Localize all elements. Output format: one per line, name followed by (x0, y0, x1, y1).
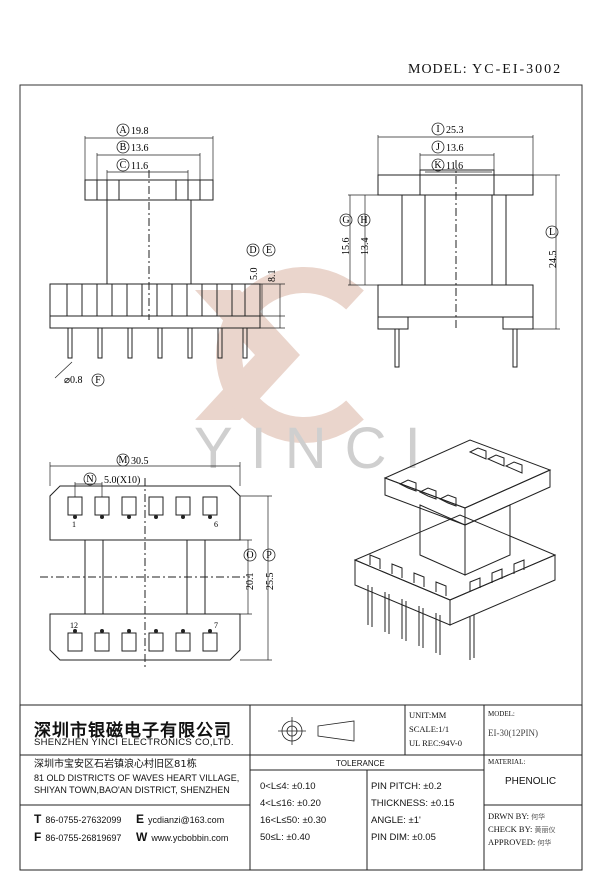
dim-letter-O: O (246, 550, 253, 561)
dim-letter-N: N (86, 474, 93, 485)
dim-letter-E: E (266, 245, 272, 256)
dim-value-M: 30.5 (131, 456, 149, 467)
checked-by-name: 黄丽仪 (534, 826, 556, 834)
dim-letter-B: B (120, 142, 127, 153)
dim-letter-L: L (549, 227, 555, 238)
drawn-by-name: 何华 (531, 813, 546, 821)
dim-letter-J: J (436, 142, 440, 153)
drawn-by-label: DRWN BY: (488, 811, 530, 821)
dim-letter-D: D (249, 245, 256, 256)
ul-rec-text: UL REC:94V-0 (409, 738, 462, 748)
tolerance-row-3: 16<L≤50: ±0.30 (260, 815, 327, 826)
dim-value-H: 13.4 (360, 238, 371, 256)
dim-value-G: 15.6 (341, 238, 352, 256)
dim-value-J: 13.6 (446, 143, 464, 154)
web-value[interactable]: www.ycbobbin.com (151, 833, 229, 843)
watermark-arc (216, 267, 364, 443)
dim-value-O: 20.1 (245, 573, 256, 591)
tolerance-row-1: 0<L≤4: ±0.10 (260, 781, 316, 792)
dim-letter-K: K (434, 160, 442, 171)
dim-value-L: 24.5 (548, 251, 559, 269)
tel-label: T (34, 812, 42, 826)
fax-label: F (34, 830, 42, 844)
side-view (377, 160, 534, 368)
dim-letter-A: A (119, 125, 127, 136)
dim-letter-H: H (360, 215, 367, 226)
model-box-value: EI-30(12PIN) (488, 728, 538, 738)
projection-symbol-icon (278, 717, 355, 745)
side-dimension-lines (348, 135, 560, 330)
dim-value-I: 25.3 (446, 125, 464, 136)
email-value[interactable]: ycdianzi@163.com (148, 815, 225, 825)
thickness-tolerance: THICKNESS: ±0.15 (371, 798, 455, 809)
bottom-dimension-lines (49, 462, 272, 661)
dim-value-D: 5.0 (249, 268, 260, 281)
scale-text: SCALE:1/1 (409, 724, 450, 734)
fax-value: 86-0755-26819697 (45, 833, 122, 843)
bottom-view-pin-holes (73, 515, 212, 633)
pin-label-6: 6 (214, 520, 218, 529)
isometric-view (353, 439, 557, 660)
dim-value-C: 11.6 (131, 161, 148, 172)
pin-dim-tolerance: PIN DIM: ±0.05 (371, 832, 436, 843)
company-name-cn: 深圳市银磁电子有限公司 (34, 721, 232, 741)
dim-letter-I: I (436, 124, 439, 135)
model-header: MODEL: YC-EI-3002 (408, 62, 562, 78)
address-en-line2: SHIYAN TOWN,BAO'AN DISTRICT, SHENZHEN (34, 785, 230, 795)
address-cn: 深圳市宝安区石岩镇浪心村旧区81栋 (34, 759, 197, 770)
company-name-en: SHENZHEN YINCI ELECTRONICS CO,LTD. (34, 737, 234, 748)
dim-letter-M: M (119, 455, 128, 466)
title-block-grid (19, 704, 583, 871)
drawn-by: DRWN BY: 何华 (488, 811, 545, 822)
bottom-view (40, 478, 250, 670)
material-value: PHENOLIC (505, 776, 557, 787)
address-en-line1: 81 OLD DISTRICTS OF WAVES HEART VILLAGE, (34, 773, 240, 783)
dim-letter-F: F (95, 375, 101, 386)
dim-value-F: ⌀0.8 (64, 375, 83, 386)
approved-by: APPROVED: 何华 (488, 837, 551, 848)
email-label: E (136, 812, 145, 826)
tolerance-row-4: 50≤L: ±0.40 (260, 832, 311, 843)
approved-by-name: 何华 (537, 839, 552, 847)
pin-label-12: 12 (70, 621, 78, 630)
unit-text: UNIT:MM (409, 710, 447, 720)
dim-value-A: 19.8 (131, 126, 149, 137)
pin-label-1: 1 (72, 520, 76, 529)
tolerance-row-2: 4<L≤16: ±0.20 (260, 798, 321, 809)
checked-by-label: CHECK BY: (488, 824, 533, 834)
front-dimension-lines (54, 136, 285, 379)
model-header-value: YC-EI-3002 (472, 62, 563, 77)
dim-value-K: 11.6 (446, 161, 463, 172)
tolerance-title: TOLERANCE (336, 759, 385, 768)
material-label: MATERIAL: (488, 758, 526, 766)
tel-value: 86-0755-27632099 (45, 815, 122, 825)
model-header-label: MODEL: (408, 62, 468, 77)
approved-by-label: APPROVED: (488, 837, 536, 847)
dim-value-P: 25.5 (265, 573, 276, 591)
watermark-text: YINCI (194, 416, 439, 481)
web-label: W (136, 830, 148, 844)
model-box-label: MODEL: (488, 710, 515, 718)
dim-value-N: 5.0(X10) (104, 475, 140, 486)
angle-tolerance: ANGLE: ±1' (371, 815, 421, 826)
dim-value-E: 8.1 (267, 270, 278, 283)
dim-letter-C: C (120, 160, 127, 171)
dim-value-B: 13.6 (131, 143, 149, 154)
pin-pitch-tolerance: PIN PITCH: ±0.2 (371, 781, 442, 792)
pin-label-7: 7 (214, 621, 218, 630)
front-view (49, 170, 261, 359)
checked-by: CHECK BY: 黄丽仪 (488, 824, 555, 835)
dim-letter-P: P (266, 550, 272, 561)
dim-letter-G: G (342, 215, 349, 226)
